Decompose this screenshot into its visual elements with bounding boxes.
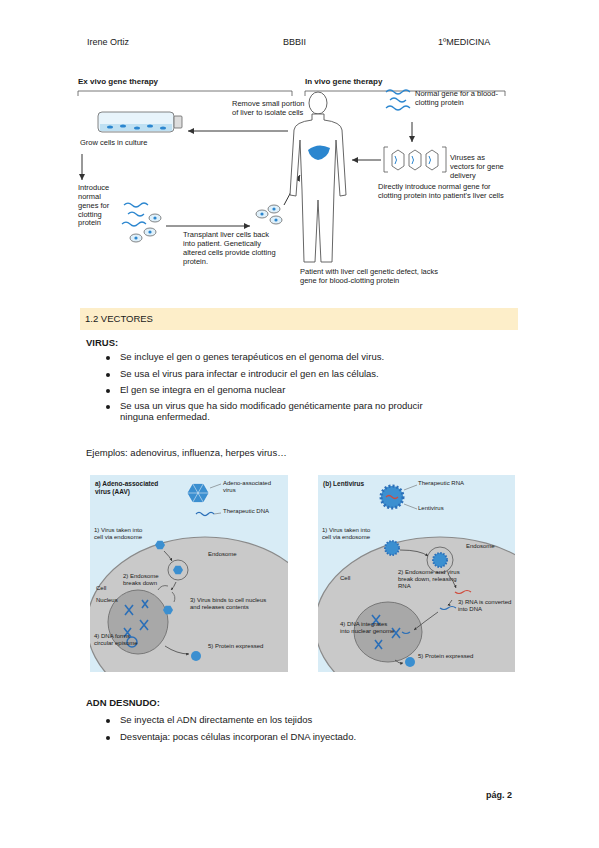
figure-label: Cell [340, 575, 362, 582]
step-label: 3) Virus binds to cell nucleus and relea… [190, 597, 270, 611]
arrow [412, 122, 413, 142]
bullet-dot [106, 736, 110, 740]
bullet-text: Se usa un virus que ha sido modificado g… [120, 400, 450, 422]
virus-vectors [384, 147, 446, 172]
figure-label: Nucleus [96, 597, 128, 604]
arrow [82, 154, 83, 180]
step-label: 1) Virus taken into cell via endosome [94, 527, 144, 541]
normal-gene [386, 90, 410, 110]
figure-heading: In vivo gene therapy [305, 77, 455, 86]
figure-label: Transplant liver cells back into patient… [183, 231, 283, 266]
bullet-text: El gen se integra en el genoma nuclear [120, 384, 510, 395]
page-number: pág. 2 [486, 790, 536, 801]
step-label: 3) RNA is converted into DNA [458, 599, 512, 613]
bullet-dot [106, 405, 110, 409]
header-text: Irene Ortiz [87, 37, 187, 48]
figure-label: Patient with liver cell genetic defect, … [300, 268, 440, 286]
figure-label: Therapeutic RNA [418, 480, 466, 487]
culture-flask [98, 112, 182, 132]
header-text: BBBII [283, 37, 343, 48]
section-heading: 1.2 VECTORES [85, 313, 385, 324]
bullet-text: Se inyecta el ADN directamente en los te… [120, 714, 510, 725]
figure-label: Endosome [466, 543, 514, 550]
arrow [352, 160, 381, 161]
step-label: 4) DNA forms circular episome [94, 633, 146, 647]
figure-label: Directly introduce normal gene for clott… [378, 183, 506, 201]
figure-label: Remove small portion of liver to isolate… [232, 100, 312, 118]
bullet-dot [106, 356, 110, 360]
bullet-dot [106, 373, 110, 377]
figure-label: Introduce normal genes for clotting prot… [78, 184, 120, 228]
genes-and-cells [122, 203, 161, 242]
step-label: 2) Endosome breaks down [123, 573, 169, 587]
subheading: VIRUS: [86, 337, 206, 348]
figure-heading: Ex vivo gene therapy [78, 77, 228, 86]
arrow [188, 131, 288, 132]
step-label: 1) Virus taken into cell via endosome [322, 527, 372, 541]
arrow [166, 226, 250, 227]
bracket [78, 91, 292, 96]
figure-label: Normal gene for a blood-clotting protein [415, 90, 507, 108]
section-band: 1.2 VECTORES [80, 308, 518, 330]
step-label: 4) DNA integrates into nuclear genome [340, 621, 398, 635]
figure-label: Grow cells in culture [80, 139, 190, 148]
panel-title: a) Adeno-associated virus (AAV) [95, 480, 173, 495]
header-text: 1ºMEDICINA [438, 37, 518, 48]
bullet-text: Se usa el virus para infectar e introduc… [120, 368, 510, 379]
figure-label: Therapeutic DNA [223, 508, 285, 515]
bullet-text: Se incluye el gen o genes terapéuticos e… [120, 351, 510, 362]
bullet-dot [106, 719, 110, 723]
bullet-text: Desventaja: pocas células incorporan el … [120, 731, 510, 742]
figure-label: Adeno-associated virus [223, 480, 285, 494]
step-label: 2) Endosome and virus break down, releas… [398, 569, 468, 590]
step-label: 5) Protein expressed [208, 643, 284, 650]
figure-label: Cell [96, 585, 118, 592]
step-label: 5) Protein expressed [418, 653, 494, 660]
liver-cells [256, 205, 282, 224]
figure-label: Viruses as vectors for gene delivery [450, 154, 510, 181]
patient-figure [290, 92, 346, 262]
figure-label: Lentivirus [418, 505, 468, 512]
bullet-dot [106, 389, 110, 393]
body-text: Ejemplos: adenovirus, influenza, herpes … [86, 447, 486, 458]
subheading: ADN DESNUDO: [86, 697, 236, 708]
panel-title: (b) Lentivirus [323, 480, 393, 488]
figure-label: Endosome [208, 551, 258, 558]
